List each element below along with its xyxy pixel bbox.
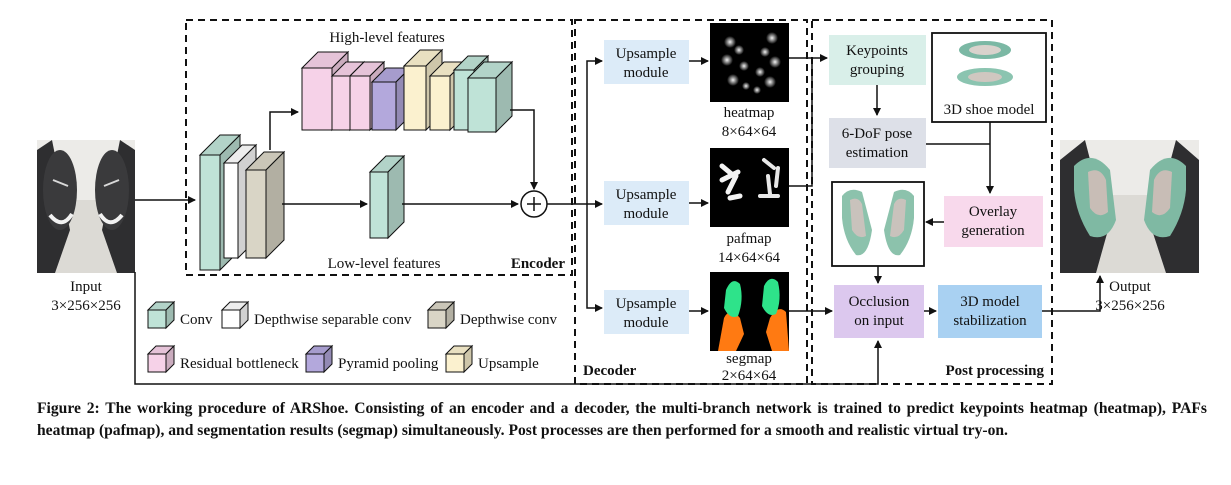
input-dims: 3×256×256	[51, 298, 121, 314]
input-image	[37, 140, 135, 273]
encoder-layers	[198, 48, 514, 272]
add-to-module1-arrow	[586, 57, 603, 204]
legend-label: Residual bottleneck	[180, 356, 299, 372]
segmap-dims: 2×64×64	[722, 368, 777, 384]
output-dims: 3×256×256	[1095, 298, 1165, 314]
shoe-model-box: 3D shoe model	[931, 32, 1047, 123]
legend-label: Depthwise separable conv	[254, 312, 412, 328]
high-level-features-label: High-level features	[329, 30, 445, 46]
low-level-features-label: Low-level features	[328, 256, 441, 272]
legend-label: Upsample	[478, 356, 539, 372]
pafmap-image	[710, 148, 789, 227]
input-skip-connection-arrow	[134, 272, 882, 385]
legend-swatch	[146, 344, 176, 374]
low-level-conv-layer	[368, 154, 406, 240]
heatmap-dims: 8×64×64	[722, 124, 777, 140]
plus-icon	[527, 197, 541, 211]
pafmap-dims: 14×64×64	[718, 250, 780, 266]
legend-label: Pyramid pooling	[338, 356, 439, 372]
heatmap-image	[710, 23, 789, 102]
architecture-diagram: Input 3×256×256 Encoder High-level featu…	[37, 19, 1199, 385]
legend-swatch	[146, 300, 176, 330]
legend-swatch	[220, 300, 250, 330]
conv-layer	[466, 60, 514, 134]
output-label: Output	[1109, 279, 1152, 295]
legend-label: Conv	[180, 312, 213, 328]
legend-swatch	[444, 344, 474, 374]
add-to-module3-arrow	[586, 204, 603, 312]
depthwise-conv-layer	[244, 150, 286, 260]
encoder-legend: Conv Depthwise separable conv Depthwise co…	[146, 300, 558, 374]
to-high-level-arrow	[269, 108, 299, 150]
overlay-render-image	[831, 181, 925, 267]
heatmap-label: heatmap	[724, 105, 775, 121]
high-level-to-add-arrow	[510, 109, 538, 190]
segmap-image	[710, 272, 789, 351]
post-processing-box	[811, 19, 1053, 385]
encoder-title: Encoder	[511, 256, 566, 272]
pafmap-label: pafmap	[727, 231, 772, 247]
legend-label: Depthwise conv	[460, 312, 558, 328]
stabilization-to-output-arrow	[1042, 275, 1104, 312]
post-processing-title: Post processing	[946, 363, 1045, 379]
input-label: Input	[70, 279, 102, 295]
legend-swatch	[426, 300, 456, 330]
figure-caption: Figure 2: The working procedure of ARSho…	[37, 400, 1207, 439]
segmap-label: segmap	[726, 351, 772, 367]
encoder-box	[185, 19, 573, 276]
pafmap-to-keypoints-arrow	[789, 58, 813, 187]
shoe-model-label: 3D shoe model	[944, 102, 1035, 118]
legend-swatch	[304, 344, 334, 374]
decoder-title: Decoder	[583, 363, 637, 379]
output-image	[1060, 140, 1199, 273]
